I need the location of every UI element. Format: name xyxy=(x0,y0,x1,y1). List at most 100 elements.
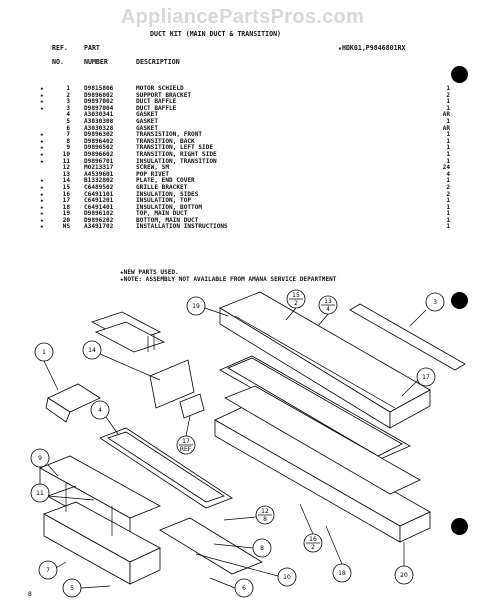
part-quantity: AR xyxy=(442,124,450,132)
part-quantity: 1 xyxy=(446,98,450,106)
part-number: D9896802 xyxy=(84,91,114,99)
star-marker: ★ xyxy=(40,216,44,224)
ref-number: 4 xyxy=(66,111,70,119)
svg-text:1: 1 xyxy=(42,349,46,356)
part-quantity: 1 xyxy=(446,137,450,145)
transition-assembly xyxy=(39,455,263,585)
callout-17: 17 xyxy=(416,367,436,387)
star-marker: ★ xyxy=(40,210,44,218)
callout-10: 10 xyxy=(277,567,297,587)
part-quantity: AR xyxy=(442,111,450,119)
svg-text:6: 6 xyxy=(242,585,246,592)
ref-number: NS xyxy=(62,223,70,231)
part-quantity: 1 xyxy=(446,177,450,185)
part-quantity: 4 xyxy=(446,170,450,178)
svg-text:15: 15 xyxy=(292,292,300,299)
svg-text:9: 9 xyxy=(38,455,42,462)
part-description: SCREW, SM xyxy=(136,164,170,172)
part-quantity: 1 xyxy=(446,157,450,165)
col-no-header: NO. xyxy=(52,58,64,66)
callout-14: 14 xyxy=(82,340,102,360)
corner-number: 8 xyxy=(28,591,32,598)
star-marker: ★ xyxy=(40,190,44,198)
part-description: GASKET xyxy=(136,117,159,125)
notes: ★NEW PARTS USED. ★NOTE: ASSEMBLY NOT AVA… xyxy=(120,269,336,283)
callout-18: 18 xyxy=(332,563,352,583)
svg-text:14: 14 xyxy=(88,347,96,354)
part-quantity: 1 xyxy=(446,131,450,139)
svg-text:4: 4 xyxy=(98,407,102,414)
part-quantity: 1 xyxy=(446,144,450,152)
col-description-header: DESCRIPTION xyxy=(136,58,180,66)
ref-number: 8 xyxy=(66,137,70,145)
ref-number: 6 xyxy=(66,124,70,132)
part-number: D9896202 xyxy=(84,216,114,224)
part-description: PLATE, END COVER xyxy=(136,177,195,185)
star-marker: ★ xyxy=(40,150,44,158)
binder-hole xyxy=(451,66,468,83)
callout-12-8: 12 8 xyxy=(255,505,275,525)
part-description: POP RIVET xyxy=(136,170,170,178)
callout-7: 7 xyxy=(38,560,58,580)
callout-13-4: 13 4 xyxy=(318,295,338,315)
star-marker: ★ xyxy=(40,177,44,185)
part-quantity: 1 xyxy=(446,104,450,112)
svg-text:4: 4 xyxy=(326,306,330,313)
part-number: D9896502 xyxy=(84,144,114,152)
part-number: D9815806 xyxy=(84,85,114,92)
part-number: D9897002 xyxy=(84,98,114,106)
svg-text:2: 2 xyxy=(311,544,315,551)
binder-hole xyxy=(451,518,468,535)
part-quantity: 2 xyxy=(446,183,450,191)
callout-6: 6 xyxy=(234,578,254,598)
part-description: INSULATION, TOP xyxy=(136,197,192,205)
ref-number: 2 xyxy=(66,91,70,99)
callout-11: 11 xyxy=(30,483,50,503)
callout-9: 9 xyxy=(30,448,50,468)
callout-1: 1 xyxy=(34,342,54,362)
binder-hole xyxy=(451,292,468,309)
part-number: D9896302 xyxy=(84,131,114,139)
svg-text:8: 8 xyxy=(260,545,264,552)
callout-5: 5 xyxy=(62,578,82,598)
new-parts-note: ★NEW PARTS USED. xyxy=(120,269,179,276)
ref-number: 18 xyxy=(62,203,70,211)
part-description: INSULATION, BOTTOM xyxy=(136,203,203,211)
grille-bracket xyxy=(179,393,205,419)
col-number-header: NUMBER xyxy=(84,58,108,66)
star-marker: ★ xyxy=(40,98,44,106)
callout-3: 3 xyxy=(425,292,445,312)
ref-number: 20 xyxy=(62,216,70,224)
ref-number: 13 xyxy=(62,170,70,178)
duct-baffle xyxy=(349,303,466,371)
ref-number: 9 xyxy=(66,144,70,152)
ref-number: 3 xyxy=(66,104,70,112)
part-quantity: 1 xyxy=(446,216,450,224)
star-marker: ★ xyxy=(40,104,44,112)
part-quantity: 1 xyxy=(446,150,450,158)
star-marker: ★ xyxy=(40,203,44,211)
ref-number: 5 xyxy=(66,117,70,125)
part-quantity: 2 xyxy=(446,91,450,99)
part-quantity: 1 xyxy=(446,223,450,231)
part-number: C6491401 xyxy=(84,203,114,211)
model-number: ★HDK01,P9846801RX xyxy=(338,44,406,52)
svg-text:3: 3 xyxy=(433,299,437,306)
part-quantity: 1 xyxy=(446,117,450,125)
part-description: GASKET xyxy=(136,111,159,119)
part-description: TRANSISTION, FRONT xyxy=(136,131,203,139)
star-marker: ★ xyxy=(40,85,44,92)
